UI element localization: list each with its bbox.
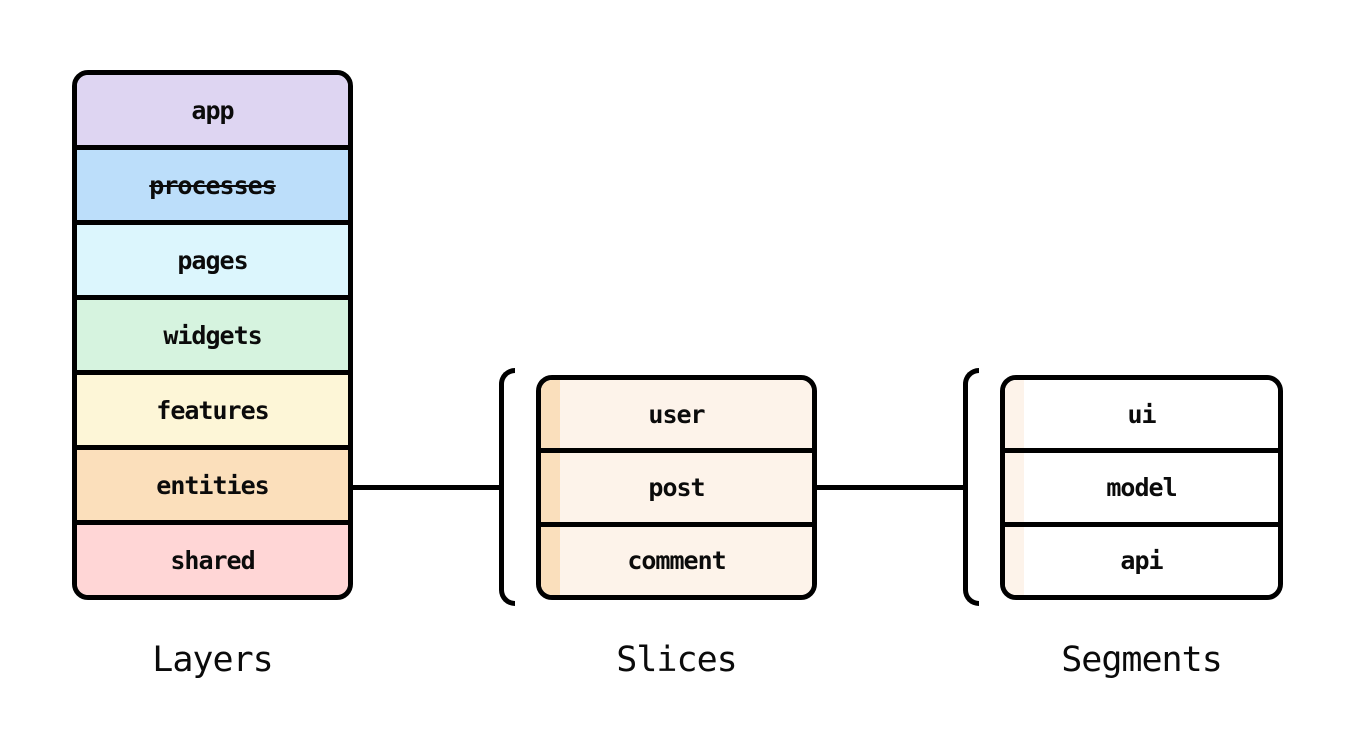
layer-label-pages: pages xyxy=(177,245,248,275)
layer-label-shared: shared xyxy=(170,545,255,575)
slice-row-comment: comment xyxy=(541,521,812,595)
layer-row-processes: processes xyxy=(77,145,348,220)
slice-label-comment: comment xyxy=(627,546,726,576)
slice-accent-stripe xyxy=(541,526,560,595)
slices-bracket xyxy=(499,368,515,606)
layer-row-entities: entities xyxy=(77,445,348,520)
segment-label-ui: ui xyxy=(1127,399,1156,429)
layer-row-pages: pages xyxy=(77,220,348,295)
slice-row-user: user xyxy=(541,380,812,449)
slice-label-user: user xyxy=(648,399,705,429)
layer-label-widgets: widgets xyxy=(163,320,262,350)
slice-accent-stripe xyxy=(541,380,560,449)
segment-row-ui: ui xyxy=(1005,380,1278,449)
layers-stack: app processes pages widgets features ent… xyxy=(72,70,353,600)
segment-row-model: model xyxy=(1005,448,1278,522)
slices-caption: Slices xyxy=(616,640,737,680)
segments-bracket xyxy=(963,368,979,606)
segment-accent-stripe xyxy=(1005,453,1024,522)
slices-stack: user post comment xyxy=(536,375,817,600)
layer-label-entities: entities xyxy=(156,470,269,500)
connector-layers-to-slices xyxy=(353,485,500,490)
layer-row-app: app xyxy=(77,75,348,145)
layers-caption: Layers xyxy=(152,640,273,680)
layer-row-features: features xyxy=(77,370,348,445)
connector-slices-to-segments xyxy=(816,485,964,490)
segment-row-api: api xyxy=(1005,521,1278,595)
slice-accent-stripe xyxy=(541,453,560,522)
slice-label-post: post xyxy=(648,472,705,502)
layer-row-shared: shared xyxy=(77,520,348,595)
segments-caption: Segments xyxy=(1061,640,1223,680)
segment-accent-stripe xyxy=(1005,526,1024,595)
layer-label-processes: processes xyxy=(149,170,276,200)
layer-row-widgets: widgets xyxy=(77,295,348,370)
segments-stack: ui model api xyxy=(1000,375,1283,600)
layer-label-app: app xyxy=(191,95,234,125)
segment-accent-stripe xyxy=(1005,380,1024,449)
segment-label-api: api xyxy=(1120,546,1163,576)
slice-row-post: post xyxy=(541,448,812,522)
segment-label-model: model xyxy=(1106,472,1177,502)
layer-label-features: features xyxy=(156,395,269,425)
